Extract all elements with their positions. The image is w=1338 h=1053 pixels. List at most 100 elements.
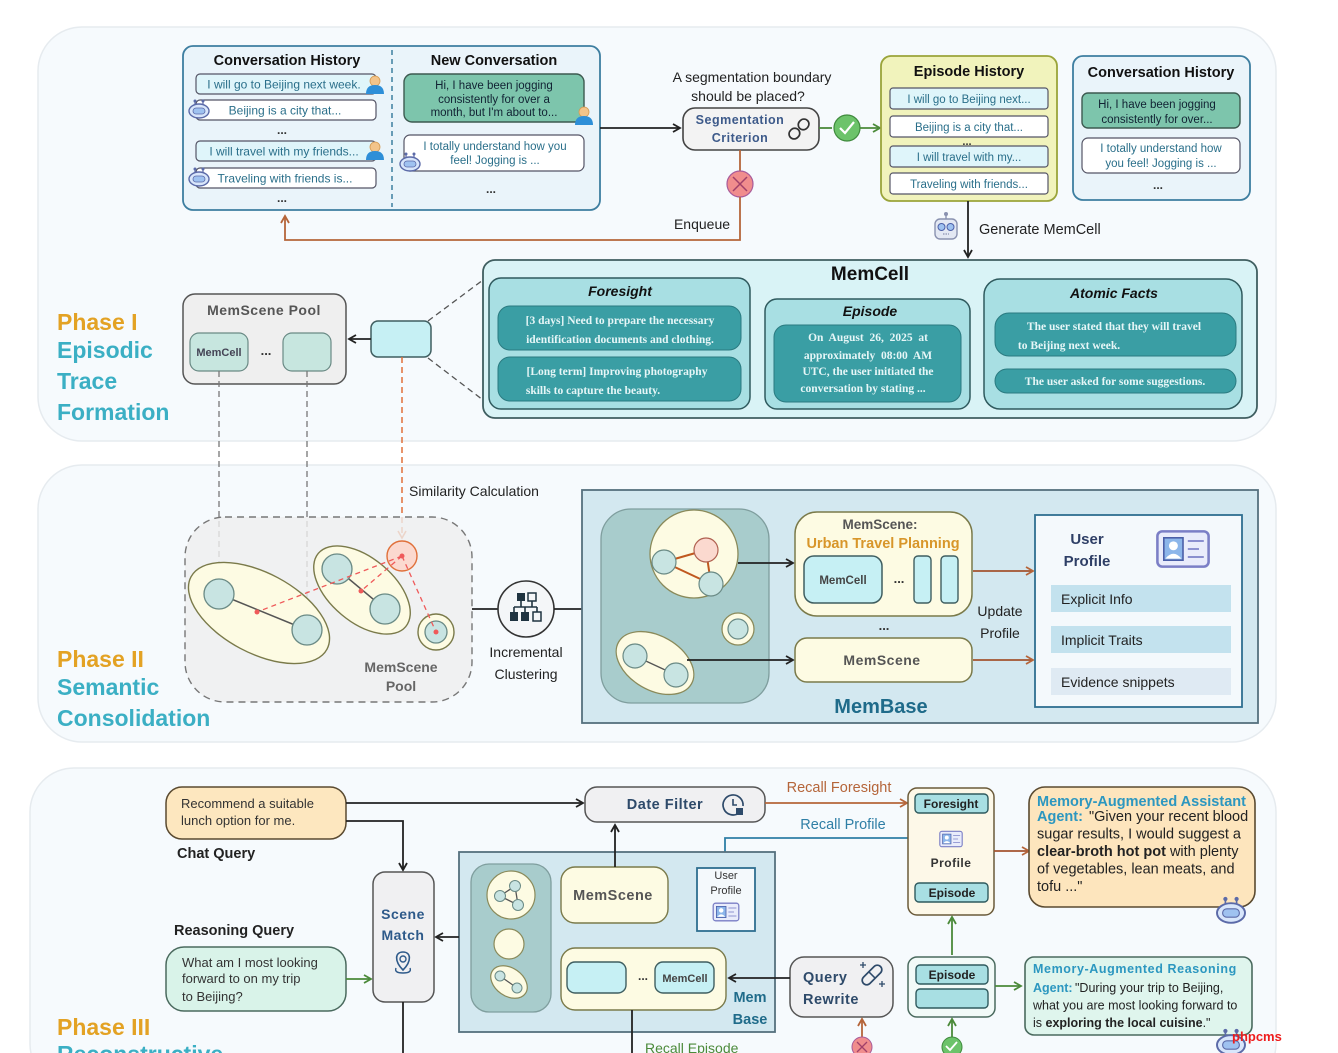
date-filter-label: Date Filter (627, 797, 703, 813)
chat-query-label: Chat Query (177, 846, 255, 862)
recall-episode-label: Recall Episode (645, 1040, 739, 1053)
chat-message-bot: Beijing is a city that... (188, 98, 377, 121)
reasoning-query-text: forward to on my trip (182, 971, 301, 986)
assistant-agent-prefix: Agent: (1037, 809, 1083, 825)
svg-text:I will travel with my friends.: I will travel with my friends... (209, 145, 358, 159)
phase3-membase-label: Base (733, 1012, 768, 1028)
profile-item (1051, 585, 1231, 612)
svg-text:feel! Jogging is ...: feel! Jogging is ... (450, 155, 540, 167)
memscene-cluster (493, 928, 525, 960)
response-text: is (1033, 1016, 1042, 1030)
atomic-fact-text: The user stated that they will travel (1027, 321, 1201, 333)
query-rewrite-label: Rewrite (803, 992, 859, 1008)
memscene-cluster (649, 509, 739, 599)
svg-text:Hi, I have been jogging: Hi, I have been jogging (435, 80, 553, 92)
ellipsis: ... (277, 191, 287, 205)
episode-text: On August 26, 2025 at (808, 332, 928, 344)
pool-label-line: MemScene (364, 659, 437, 675)
highlighted-text: hot (1117, 844, 1140, 860)
reasoning-query-text: What am I most looking (182, 955, 318, 970)
phase3-user-profile-label: Profile (710, 885, 741, 897)
generate-memcell-label: Generate MemCell (979, 222, 1101, 238)
episode-message-text: Traveling with friends... (910, 179, 1028, 191)
foresight-text: [3 days] Need to prepare the necessary (526, 315, 715, 327)
episode-message-text: I will travel with my... (917, 152, 1022, 164)
enqueue-label: Enqueue (674, 216, 730, 232)
robot-icon (934, 212, 958, 240)
foresight-item (497, 305, 742, 351)
response-text: to (1227, 999, 1237, 1013)
episode-message (889, 115, 1049, 138)
context-episode (914, 882, 989, 903)
magic-wand-icon (860, 962, 885, 987)
reasoning-query-label: Reasoning Query (174, 923, 294, 939)
response-text: of (1037, 862, 1050, 878)
highlighted-text: clear-broth (1037, 844, 1113, 860)
id-card-icon (712, 902, 740, 922)
episode-message-text: Beijing is a city that... (915, 122, 1023, 134)
profile-item-label: Implicit Traits (1061, 632, 1143, 648)
memscene-cluster (721, 612, 755, 646)
svg-text:I totally understand how you: I totally understand how you (423, 141, 566, 153)
user-profile-title: Profile (1064, 553, 1111, 570)
response-text: results, (1077, 827, 1124, 843)
highlighted-text: cuisine (1159, 1016, 1202, 1030)
pool-memcell-label: MemCell (196, 347, 241, 359)
response-text: most (1108, 999, 1136, 1013)
profile-item (1051, 668, 1231, 695)
episode-message (889, 145, 1049, 168)
phase2-label: Phase II (57, 646, 144, 672)
episode-stack-label: Episode (929, 968, 976, 982)
response-text: to (1168, 981, 1178, 995)
response-text: I (1128, 827, 1132, 843)
check-icon (833, 114, 861, 142)
watermark: phpcms (1232, 1029, 1282, 1044)
new-memcell-node (370, 320, 432, 358)
foresight-title: Foresight (588, 283, 653, 299)
phase3-memcell-label: MemCell (662, 973, 707, 985)
atomic-fact-text: The user asked for some suggestions. (1025, 376, 1206, 388)
recall-foresight-label: Recall Foresight (787, 780, 892, 796)
highlighted-text: exploring (1046, 1016, 1102, 1030)
response-text: your (1136, 809, 1164, 825)
response-text: and (1210, 862, 1234, 878)
response-text: are (1087, 999, 1105, 1013)
episode-stack-item (915, 964, 989, 985)
highlighted-text: pot (1143, 844, 1166, 860)
query-rewrite-label: Query (803, 970, 847, 986)
response-text: "Given (1089, 809, 1132, 825)
response-text: a (1233, 827, 1242, 843)
memscene-memcell (913, 555, 932, 604)
memscene-plain-box (794, 637, 973, 683)
chat-query-box (165, 786, 347, 840)
profile-item (1051, 626, 1231, 653)
profile-item-label: Evidence snippets (1061, 674, 1175, 690)
foresight-text: skills to capture the beauty. (526, 385, 660, 397)
response-text: ." (1203, 1016, 1211, 1030)
highlighted-text: local (1128, 1016, 1157, 1030)
enqueue-arrow (280, 197, 741, 241)
phase1-title-line: Trace (57, 368, 117, 394)
atomic-facts-title: Atomic Facts (1069, 285, 1158, 301)
phase3-memcell (566, 961, 627, 994)
membase-label: MemBase (834, 696, 927, 718)
response-text: meats, (1163, 862, 1207, 878)
context-profile-label: Profile (931, 856, 972, 870)
pool-memcell (282, 332, 332, 372)
segmentation-question-line1: A segmentation boundary (673, 69, 832, 85)
scene-match-label: Match (382, 927, 425, 943)
reasoning-agent-title: Memory-Augmented Reasoning (1033, 962, 1237, 976)
id-card-icon (939, 830, 963, 848)
context-foresight (914, 793, 989, 814)
context-episode-label: Episode (929, 886, 976, 900)
response-text: trip (1148, 981, 1165, 995)
zoom-line (427, 357, 484, 401)
atomic-fact-text: to Beijing next week. (1018, 340, 1120, 352)
phase1-title-line: Formation (57, 399, 169, 425)
clustering-label-line: Incremental (489, 644, 562, 660)
response-text: vegetables, (1053, 862, 1127, 878)
chat-text: Hi, I have been jogging (1098, 99, 1216, 111)
chat-text: consistently for over... (1101, 114, 1212, 126)
